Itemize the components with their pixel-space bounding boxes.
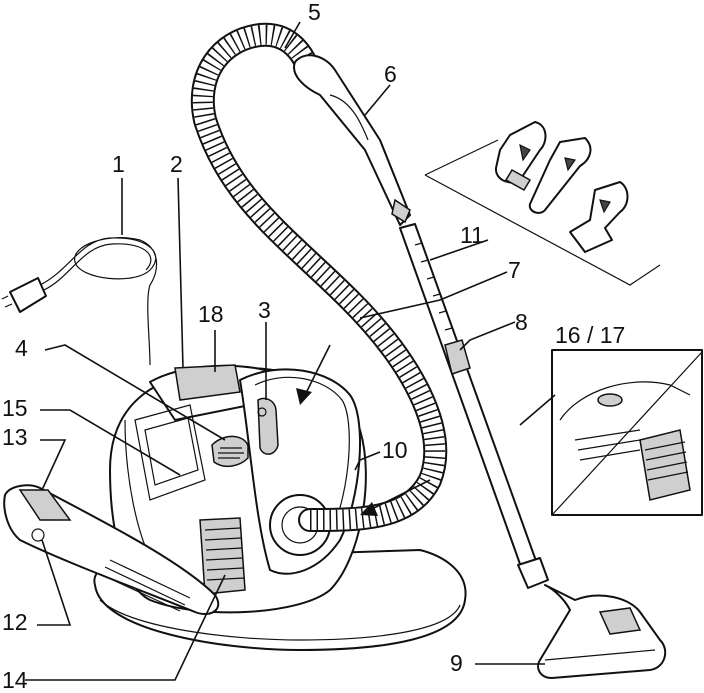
label-12: 12	[2, 609, 28, 635]
label-13: 13	[2, 424, 28, 450]
label-8: 8	[515, 309, 528, 335]
label-16-17: 16 / 17	[555, 322, 625, 348]
power-button	[258, 398, 278, 454]
label-4: 4	[15, 335, 28, 361]
label-6: 6	[384, 61, 397, 87]
label-5: 5	[308, 0, 321, 25]
accessory-tools	[425, 122, 660, 285]
label-2: 2	[170, 151, 183, 177]
label-1: 1	[112, 151, 125, 177]
label-14: 14	[2, 667, 28, 693]
label-18: 18	[198, 301, 224, 327]
tube-release-button	[445, 340, 470, 374]
label-7: 7	[508, 257, 521, 283]
cord-rewind-button	[212, 436, 248, 466]
label-15: 15	[2, 395, 28, 421]
upholstery-nozzle-tool	[496, 122, 546, 190]
filter-detail-inset	[552, 350, 702, 515]
label-9: 9	[450, 650, 463, 676]
dusting-brush-tool	[570, 182, 628, 252]
label-10: 10	[382, 437, 408, 463]
floor-nozzle	[538, 585, 665, 678]
label-11: 11	[460, 222, 484, 248]
label-3: 3	[258, 297, 271, 323]
